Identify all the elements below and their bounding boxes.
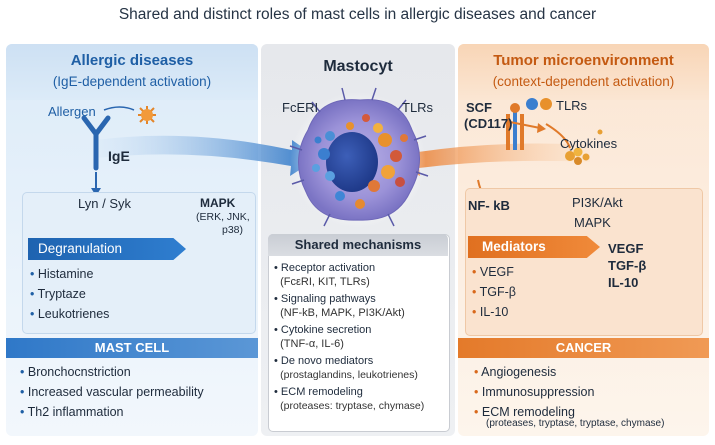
figure-title: Shared and distinct roles of mast cells … [118, 6, 597, 23]
tumor-effect-item: ECM remodeling [474, 402, 594, 422]
allergic-effect-list: Bronchocnstriction Increased vascular pe… [20, 362, 204, 422]
shared-item: • Signaling pathways (NF-kB, MAPK, PI3K/… [274, 293, 405, 319]
tumor-mediator-item: TGF-β [472, 282, 516, 302]
shared-item: • ECM remodeling (proteases: tryptase, c… [274, 386, 425, 412]
shared-mechanisms-list: • Receptor activation (FcεRI, KIT, TLRs)… [274, 262, 446, 417]
shared-item: • De novo mediators (prostaglandins, leu… [274, 355, 418, 381]
allergen-icon [138, 106, 156, 124]
tumor-effects-note: (proteases, tryptase, tryptase, chymase) [486, 418, 665, 429]
mast-cell-band: MAST CELL [6, 338, 258, 358]
tumor-mediator-item: VEGF [472, 262, 516, 282]
allergic-effect-item: Th2 inflammation [20, 402, 204, 422]
tumor-effect-item: Angiogenesis [474, 362, 594, 382]
allergic-effect-item: Bronchocnstriction [20, 362, 204, 382]
nfkb-label: NF- kB [468, 198, 510, 213]
effect-mediator: TGF-β [608, 258, 647, 273]
cytokine-cluster-icon [565, 129, 603, 165]
shared-item: • Cytokine secretion (TNF-α, IL-6) [274, 324, 372, 350]
tumor-activation-arrow [392, 142, 590, 176]
mast-cell-illustration [289, 87, 429, 228]
allergic-panel-header [6, 44, 258, 100]
allergic-activation-arrow [96, 135, 318, 176]
tumor-effect-mediators: VEGF TGF-β IL-10 [608, 240, 646, 291]
allergic-subheading: (IgE-dependent activation) [52, 74, 212, 89]
shared-item: • Receptor activation (FcεRI, KIT, TLRs) [274, 262, 376, 288]
lyn-syk-label: Lyn / Syk [78, 196, 131, 211]
allergic-mediator-list: Histamine Tryptaze Leukotrienes [30, 264, 110, 324]
tumor-subheading: (context-dependent activation) [492, 74, 675, 89]
shared-mechanisms-heading: Shared mechanisms [268, 234, 448, 256]
cytokines-label: Cytokines [560, 136, 618, 151]
left-mapk-label: MAPK [200, 196, 236, 210]
cd117-label: (CD117) [464, 116, 513, 131]
left-mapk-detail-2: p38) [222, 224, 244, 236]
tumor-effect-item: Immunosuppression [474, 382, 595, 402]
cancer-band: CANCER [458, 338, 709, 358]
ige-antibody-icon [81, 115, 111, 171]
right-mapk-label: MAPK [574, 215, 611, 230]
left-mapk-detail-1: (ERK, JNK, [196, 211, 250, 223]
effect-mediator: IL-10 [608, 275, 639, 290]
mediators-banner: Mediators [468, 236, 600, 258]
fceri-label: FcERI [282, 100, 319, 115]
ige-label: IgE [108, 148, 130, 164]
kit-receptor-icon [506, 103, 524, 150]
allergic-mediator-item: Tryptaze [30, 284, 109, 304]
scf-label: SCF [466, 100, 492, 115]
tumor-panel-header [458, 44, 709, 100]
allergen-label: Allergen [48, 104, 96, 119]
pi3k-label: PI3K/Akt [572, 195, 623, 210]
degranulation-banner: Degranulation [28, 238, 186, 260]
tlr-receptor-icon [526, 98, 552, 110]
tumor-mediator-item: IL-10 [472, 302, 516, 322]
effect-mediator: VEGF [608, 241, 644, 256]
allergen-to-ige-arrow [103, 106, 135, 111]
mastocyte-heading: Mastocyt [323, 58, 393, 75]
tumor-mediator-list: VEGF TGF-β IL-10 [472, 262, 516, 322]
allergic-effect-item: Increased vascular permeability [20, 382, 204, 402]
center-tlrs-label: TLRs [402, 100, 434, 115]
tumor-heading: Tumor microenvironment [493, 52, 674, 69]
allergic-mediator-item: Histamine [30, 264, 109, 284]
right-tlrs-label: TLRs [556, 98, 588, 113]
tumor-effect-list: Angiogenesis Immunosuppression ECM remod… [474, 362, 594, 422]
allergic-heading: Allergic diseases [70, 52, 194, 69]
allergic-mediator-item: Leukotrienes [30, 304, 110, 324]
